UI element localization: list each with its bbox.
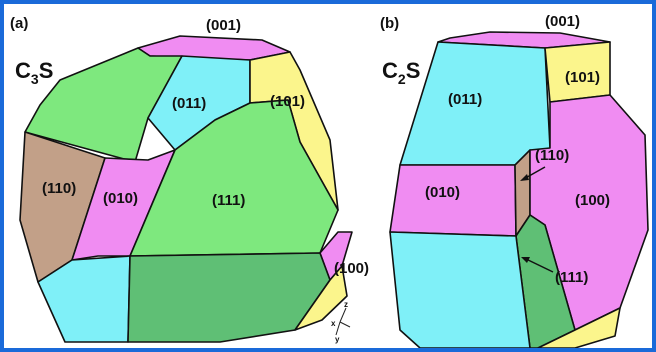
a-label-101: (101) [270,93,305,110]
a-label-111: (111) [212,192,245,209]
a-label-110: (110) [42,180,76,197]
a-label-100: (100) [334,260,369,277]
a-label-001: (001) [206,17,241,34]
axis-x-line [339,321,351,328]
a-face-yellow-bottom [294,265,348,331]
b-arrowhead-111 [521,257,530,263]
b-face-cyan-bottom [389,231,531,348]
panel-b-compound-label: C2S [382,58,420,87]
axis-triad: z x y [331,300,351,344]
axis-x-label: x [331,319,336,328]
b-label-110: (110) [535,147,569,164]
panel-b: (b) C2S (001) (011) (101) (110) (010) (1… [380,13,649,348]
panel-b-tag: (b) [380,15,399,32]
axis-y-line [335,321,341,336]
a-label-011: (011) [172,95,206,112]
axis-y-label: y [335,335,340,344]
a-face-cyan-left [37,255,131,343]
b-label-100: (100) [575,192,610,209]
panel-a: (a) C3S (001) (011) (101) (110) (010) (1… [10,15,369,344]
b-label-111: (111) [555,269,588,286]
b-arrowhead-110 [520,174,529,181]
b-label-001: (001) [545,13,580,30]
axis-z-line [339,307,347,323]
b-label-010: (010) [425,184,460,201]
panel-a-compound-label: C3S [15,58,53,87]
b-label-011: (011) [448,91,482,108]
a-label-010: (010) [103,190,138,207]
b-face-yellow-bottom [537,307,621,348]
axis-z-label: z [344,300,348,309]
b-leader-111 [523,257,554,273]
figure-canvas: (a) C3S (001) (011) (101) (110) (010) (1… [10,13,649,348]
panel-a-tag: (a) [10,15,28,32]
b-label-101: (101) [565,69,600,86]
